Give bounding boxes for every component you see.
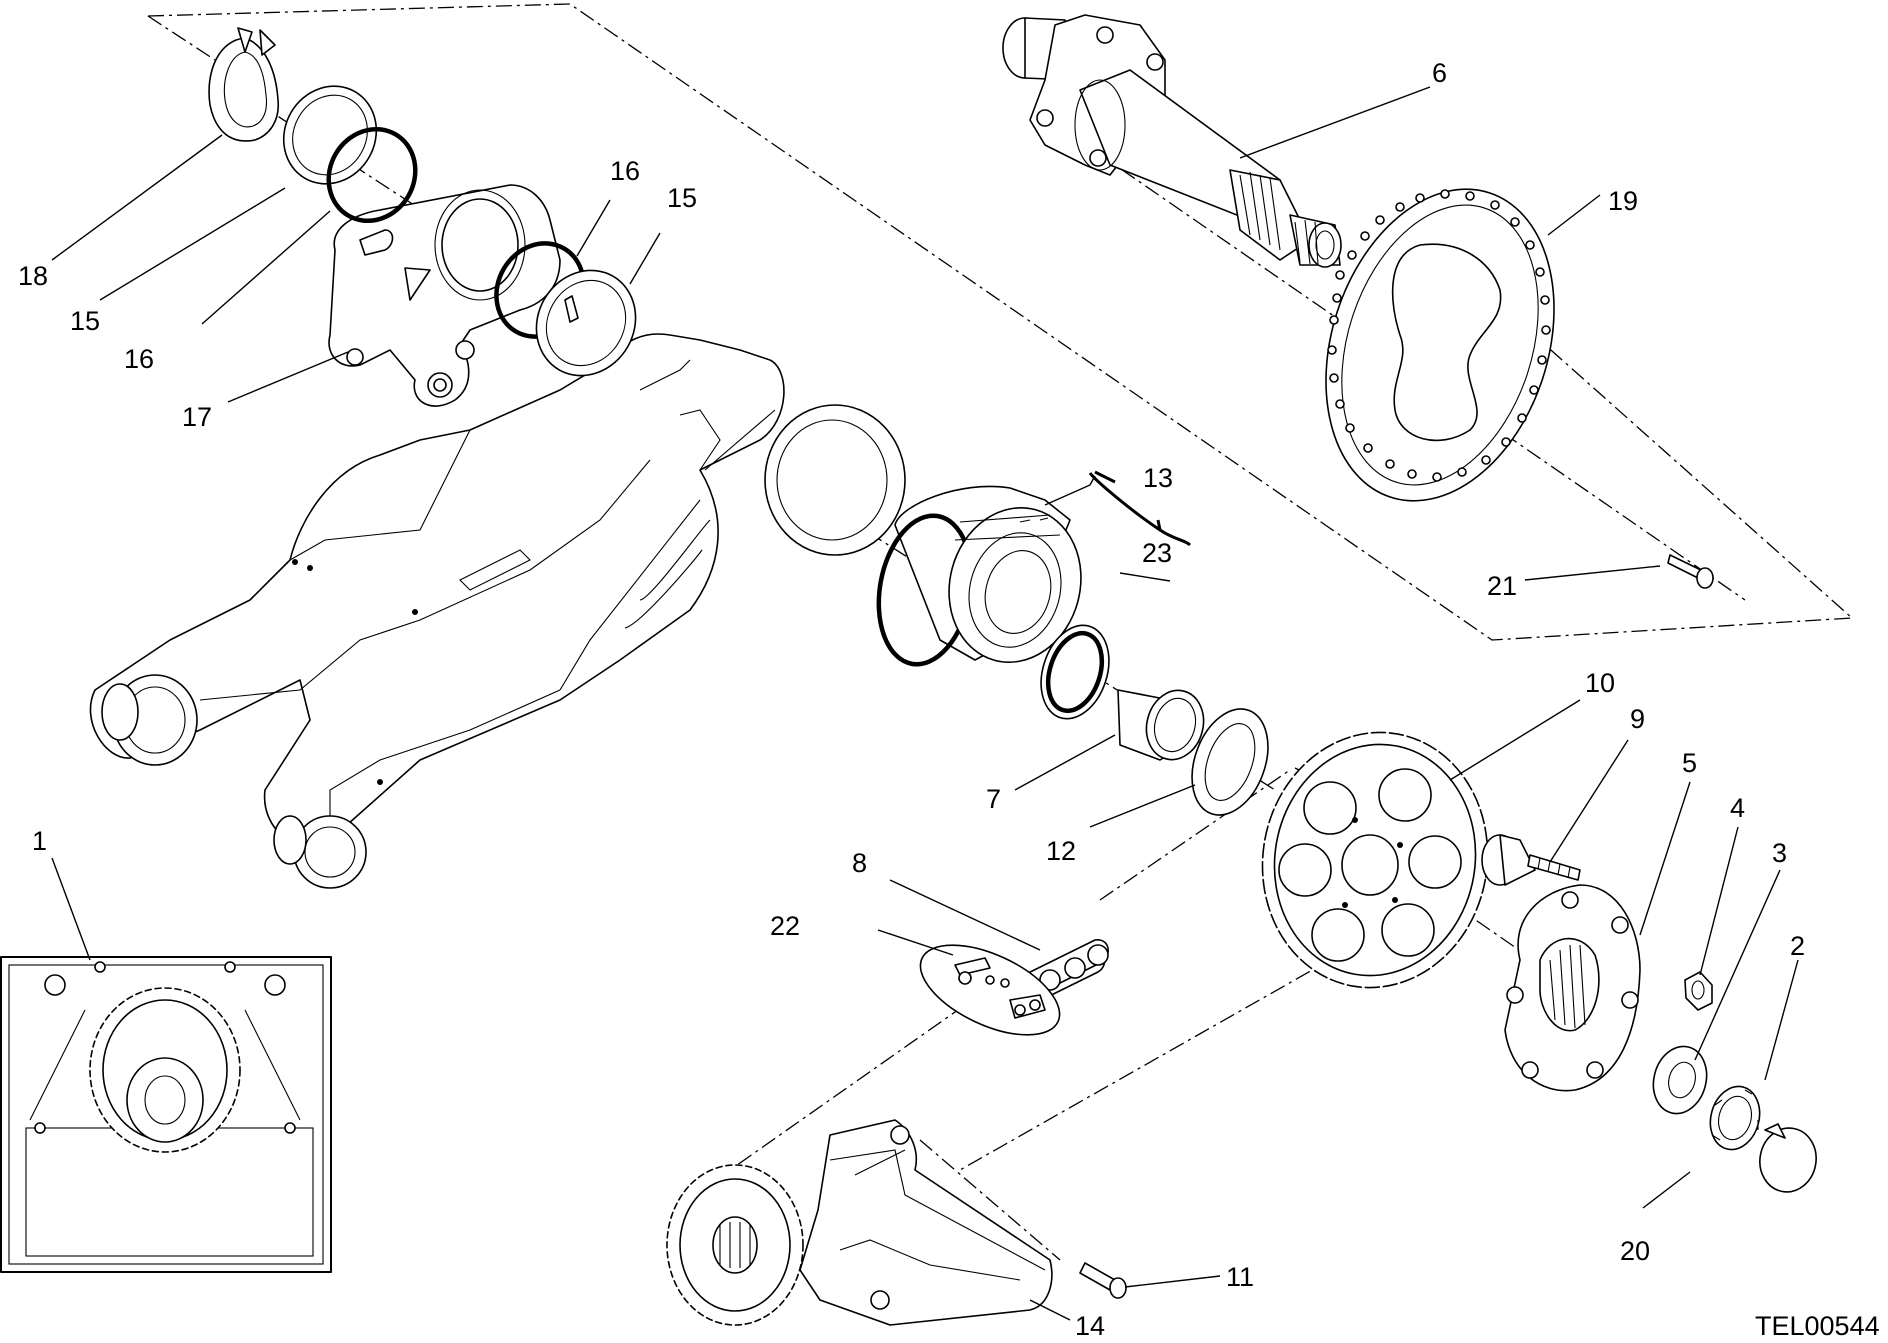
callout-1: 1 <box>32 826 47 856</box>
callout-5: 5 <box>1682 748 1697 778</box>
callout-7: 7 <box>986 784 1001 814</box>
callout-19: 19 <box>1608 186 1638 216</box>
sprocket-stud <box>1481 834 1581 886</box>
callout-16-right: 16 <box>610 156 640 186</box>
callout-15-right: 15 <box>667 183 697 213</box>
shim-ring-15-lower <box>535 269 637 377</box>
circlip-20 <box>1759 1123 1817 1193</box>
brake-disc <box>1325 188 1555 502</box>
callout-12: 12 <box>1046 836 1076 866</box>
drawing-code: TEL00544 <box>1755 1311 1880 1341</box>
callout-15-left: 15 <box>70 306 100 336</box>
callout-4: 4 <box>1730 793 1745 823</box>
front-sprocket <box>666 1164 804 1326</box>
washer <box>1652 1045 1708 1115</box>
callout-21: 21 <box>1487 571 1517 601</box>
callout-9: 9 <box>1630 704 1645 734</box>
seal-ring <box>1040 624 1110 720</box>
callout-18: 18 <box>18 261 48 291</box>
ring-nut <box>1709 1085 1761 1151</box>
callout-17: 17 <box>182 402 212 432</box>
callout-6: 6 <box>1432 58 1447 88</box>
callout-16-left: 16 <box>124 344 154 374</box>
shim-ring-15-upper <box>282 85 378 185</box>
wheel-hub-shaft <box>1002 14 1342 268</box>
callout-10: 10 <box>1585 668 1615 698</box>
cover-bolt <box>1079 1262 1127 1299</box>
callout-labels: 1 2 3 4 5 6 7 8 9 10 11 12 13 14 15 15 1… <box>18 58 1805 1341</box>
callout-13: 13 <box>1143 463 1173 493</box>
callout-8: 8 <box>852 848 867 878</box>
callout-20: 20 <box>1620 1236 1650 1266</box>
rear-sprocket <box>1261 731 1489 989</box>
leader-lines <box>51 86 1799 1321</box>
callout-11: 11 <box>1226 1262 1254 1292</box>
bracket-13 <box>1088 470 1192 547</box>
callout-23: 23 <box>1142 538 1172 568</box>
circlip-18 <box>208 27 280 142</box>
sprocket-cover <box>799 1119 1053 1326</box>
flange-nut <box>1684 971 1713 1011</box>
inset-panel <box>0 956 332 1273</box>
callout-22: 22 <box>770 911 800 941</box>
sprocket-carrier <box>1504 884 1641 1092</box>
callout-3: 3 <box>1772 838 1787 868</box>
brake-disc-holes <box>1327 189 1551 482</box>
callout-14: 14 <box>1075 1311 1105 1341</box>
swingarm <box>89 333 906 889</box>
disc-bolt <box>1667 554 1714 589</box>
spacer-bushing <box>1117 689 1205 761</box>
master-link-kit <box>919 944 1061 1036</box>
o-ring-16-upper <box>326 126 418 224</box>
eccentric-hub <box>876 485 1082 667</box>
callout-2: 2 <box>1790 931 1805 961</box>
spacer-ring <box>1191 708 1269 816</box>
caliper-bracket <box>328 184 561 407</box>
